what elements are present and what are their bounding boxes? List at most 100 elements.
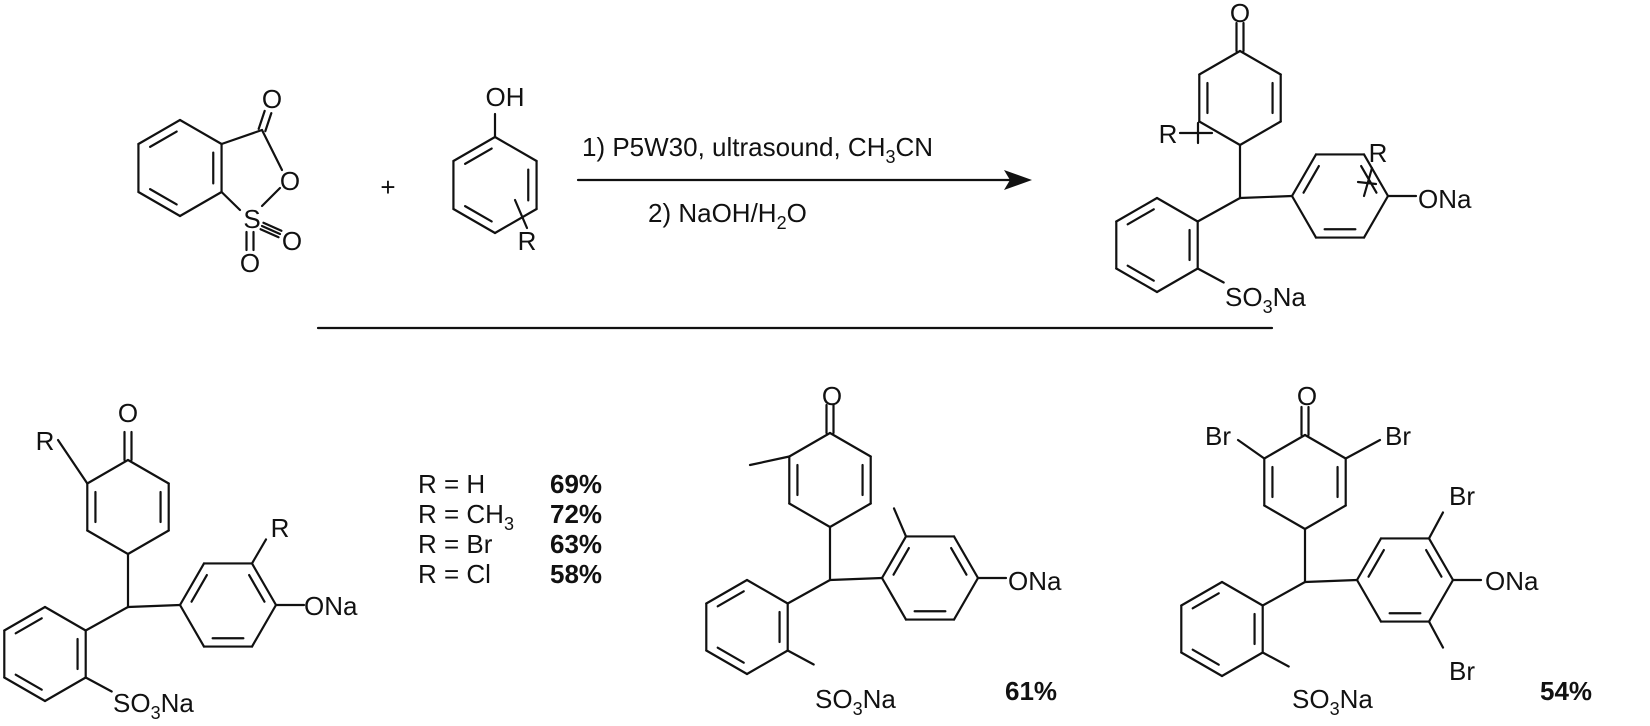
atom-label: SO3Na xyxy=(815,684,896,719)
ring-bond xyxy=(137,118,182,146)
double-bond-line xyxy=(1191,592,1220,610)
bond xyxy=(250,538,268,565)
methyl-bond xyxy=(892,507,908,538)
bond xyxy=(126,603,182,609)
ring-bond xyxy=(250,603,278,648)
double-bond-line xyxy=(950,546,968,576)
ring-bond xyxy=(788,502,832,529)
bond xyxy=(786,649,815,666)
ring-bond xyxy=(1180,580,1224,607)
atom-label: R xyxy=(271,513,290,543)
ring-bond xyxy=(745,649,789,676)
general-product: O R R ONa SO3Na xyxy=(1159,0,1472,317)
bond xyxy=(220,190,242,212)
double-bond-line xyxy=(190,573,208,603)
atom-label: O xyxy=(282,226,302,256)
plus-sign: + xyxy=(380,172,395,202)
ring-bond xyxy=(705,649,749,676)
double-bond xyxy=(259,228,280,239)
atom-label: Br xyxy=(1385,421,1411,451)
atom-label: O xyxy=(1297,381,1317,411)
atom-label: R xyxy=(36,426,55,456)
yield-value: 72% xyxy=(550,499,602,529)
double-bond-line xyxy=(463,147,493,165)
substituent-bond xyxy=(1362,166,1374,198)
ring-bond xyxy=(952,576,980,621)
ring-bond xyxy=(1115,267,1159,294)
atom-label: O xyxy=(280,166,300,196)
atom-label: ONa xyxy=(1008,566,1062,596)
bond xyxy=(1427,511,1445,540)
ring-bond xyxy=(1427,578,1455,623)
substituent-yield-table: R = H 69% R = CH3 72% R = Br 63% R = Cl … xyxy=(418,469,602,589)
atom-label: O xyxy=(240,248,260,278)
double-bond-line xyxy=(463,205,493,223)
substituent-bond xyxy=(1356,180,1378,186)
ring-bond xyxy=(1290,153,1318,198)
double-bond-line xyxy=(14,617,43,635)
substituent-bond xyxy=(513,198,529,230)
double-bond-line xyxy=(1191,648,1220,666)
ring-bond xyxy=(43,676,87,703)
ring-bond xyxy=(828,502,872,529)
ring-bond xyxy=(880,576,908,621)
double-bond-line xyxy=(1126,264,1155,282)
ring-bond xyxy=(705,578,749,605)
ring-bond xyxy=(178,118,223,146)
yield-value: 63% xyxy=(550,529,602,559)
ring-bond xyxy=(1362,194,1390,239)
ring-bond xyxy=(86,529,130,556)
ring-bond xyxy=(1155,196,1199,223)
bond xyxy=(1261,580,1307,607)
substituent-label: R = Br xyxy=(418,529,493,559)
ring-bond xyxy=(1290,194,1318,239)
double-bond-line xyxy=(892,546,910,576)
sulfobenzoic-anhydride: O O S O O xyxy=(240,84,302,278)
ring-bond xyxy=(126,529,170,556)
arrowhead-icon xyxy=(1004,170,1032,190)
double-bond-line xyxy=(1425,548,1443,578)
bond xyxy=(1238,194,1294,200)
ring-bond xyxy=(137,190,182,218)
condition-step-1: 1) P5W30, ultrasound, CH3CN xyxy=(582,132,933,167)
ring-bond xyxy=(1355,578,1383,623)
atom-label: ONa xyxy=(1485,566,1539,596)
ring-bond xyxy=(880,535,908,580)
atom-label: SO3Na xyxy=(1225,282,1306,317)
bond xyxy=(1236,438,1266,460)
ring-bond xyxy=(178,562,206,607)
ring-bond xyxy=(1155,267,1199,294)
ring-bond xyxy=(3,605,47,632)
double-bond-line xyxy=(148,188,178,206)
atom-label: R xyxy=(518,226,537,256)
ring-bond xyxy=(1220,580,1264,607)
bond xyxy=(260,128,284,172)
ring-bond xyxy=(1115,196,1159,223)
ring-bond xyxy=(452,135,497,163)
double-bond xyxy=(262,221,283,232)
double-bond-line xyxy=(716,590,745,608)
bond xyxy=(56,438,89,485)
double-bond-line xyxy=(1367,548,1385,578)
ring-bond xyxy=(1263,504,1307,531)
ring-bond xyxy=(828,431,872,458)
ring-bond xyxy=(1303,504,1347,531)
product-r-substituted: O R R ONa SO3Na xyxy=(36,398,358,723)
atom-label: O xyxy=(822,381,842,411)
ring-bond xyxy=(3,676,47,703)
phenol: OH R xyxy=(486,82,537,256)
yield-value: 58% xyxy=(550,559,602,589)
ring-bond xyxy=(952,535,980,580)
atom-label: Br xyxy=(1449,656,1475,686)
ring-bond xyxy=(1427,537,1455,582)
product-bromo: O Br Br Br Br ONa SO3Na 54% xyxy=(1205,381,1592,719)
methyl-bond xyxy=(748,455,791,467)
bond xyxy=(1427,620,1445,649)
double-bond-line xyxy=(1302,164,1320,194)
atom-label: Br xyxy=(1205,421,1231,451)
atom-label: ONa xyxy=(1418,184,1472,214)
atom-label: OH xyxy=(486,82,525,112)
atom-label: R xyxy=(1369,138,1388,168)
double-bond-line xyxy=(248,573,266,603)
